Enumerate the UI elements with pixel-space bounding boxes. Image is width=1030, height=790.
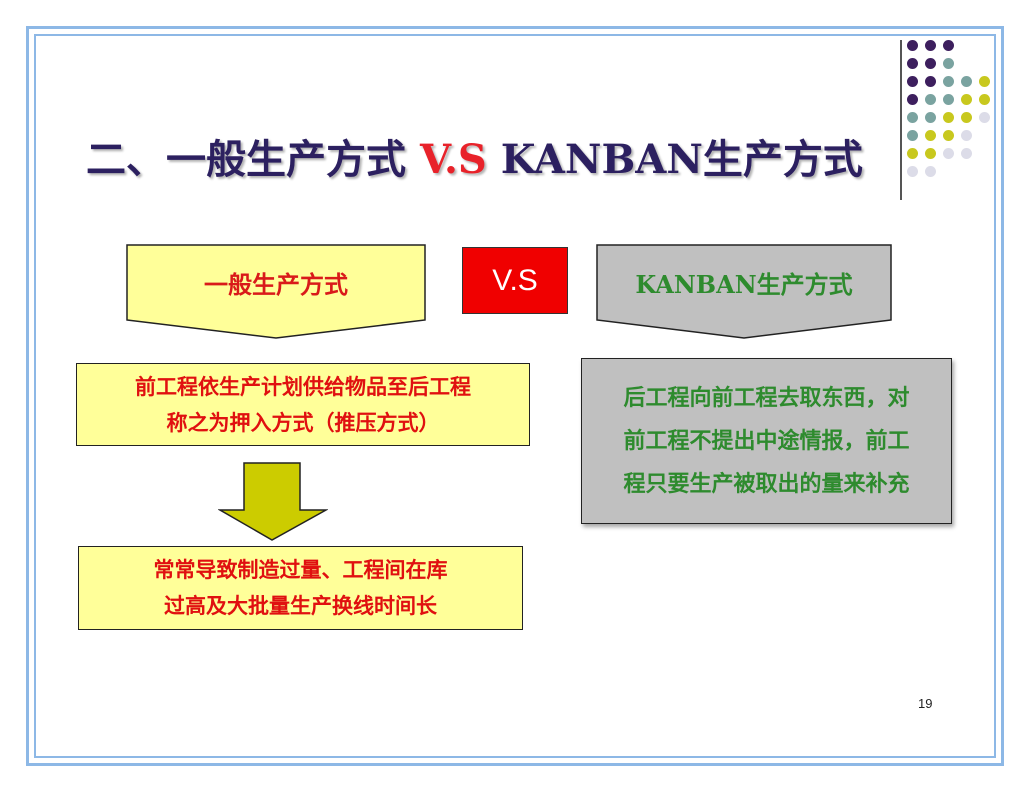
decorative-dot [943, 58, 954, 69]
right-header-label: KANBAN生产方式 [635, 269, 853, 299]
decorative-dot [925, 40, 936, 51]
kanban-description: 后工程向前工程去取东西，对 前工程不提出中途情报，前工 程只要生产被取出的量来补… [581, 358, 952, 524]
push-method-description: 前工程依生产计划供给物品至后工程 称之为押入方式（推压方式） [76, 363, 530, 446]
decorative-dot [925, 94, 936, 105]
vs-badge: V.S [462, 247, 568, 314]
consequence-line-1: 常常导致制造过量、工程间在库 [153, 557, 448, 582]
left-header-callout: 一般生产方式 [126, 244, 426, 340]
title-prefix: 二、一般生产方式 [86, 136, 406, 183]
push-method-consequence: 常常导致制造过量、工程间在库 过高及大批量生产换线时间长 [78, 546, 523, 630]
decorative-dot [961, 148, 972, 159]
decorative-dot [925, 112, 936, 123]
kanban-line-2: 前工程不提出中途情报，前工 [623, 427, 910, 454]
title-suffix: KANBAN生产方式 [500, 136, 863, 183]
consequence-line-2: 过高及大批量生产换线时间长 [164, 593, 437, 618]
decorative-dot [907, 130, 918, 141]
decorative-dot [907, 148, 918, 159]
right-header-callout: KANBAN生产方式 [596, 244, 892, 340]
decorative-dot [943, 94, 954, 105]
decorative-dot [979, 112, 990, 123]
decorative-dot [961, 76, 972, 87]
decorative-dot [979, 76, 990, 87]
decorative-dot [943, 76, 954, 87]
right-header-shape [596, 244, 892, 339]
slide-outer-frame [26, 26, 1004, 766]
decorative-dot [907, 58, 918, 69]
decorative-dot [907, 76, 918, 87]
push-method-line-2: 称之为押入方式（推压方式） [166, 409, 440, 435]
decorative-dot [907, 166, 918, 177]
decorative-dot [961, 94, 972, 105]
decorative-dot [925, 166, 936, 177]
decorative-vertical-line [900, 40, 902, 200]
push-method-line-1: 前工程依生产计划供给物品至后工程 [135, 373, 471, 399]
decorative-dot [907, 112, 918, 123]
decorative-dot [943, 130, 954, 141]
kanban-line-3: 程只要生产被取出的量来补充 [623, 470, 910, 497]
decorative-dot [907, 40, 918, 51]
decorative-dot [961, 130, 972, 141]
decorative-dot [925, 76, 936, 87]
decorative-dot [925, 58, 936, 69]
kanban-line-1: 后工程向前工程去取东西，对 [623, 384, 910, 411]
decorative-dot [925, 130, 936, 141]
decorative-dot [943, 148, 954, 159]
decorative-dot [943, 112, 954, 123]
left-header-shape [126, 244, 426, 339]
page-number: 19 [918, 696, 933, 711]
decorative-dot [961, 112, 972, 123]
down-arrow-icon [218, 462, 328, 541]
decorative-dot [979, 94, 990, 105]
decorative-dot [925, 148, 936, 159]
title-vs: V.S [419, 136, 487, 183]
slide-title: 二、一般生产方式 V.S KANBAN生产方式 [86, 130, 863, 190]
decorative-dot [943, 40, 954, 51]
decorative-dot [907, 94, 918, 105]
left-header-label: 一般生产方式 [204, 269, 348, 299]
